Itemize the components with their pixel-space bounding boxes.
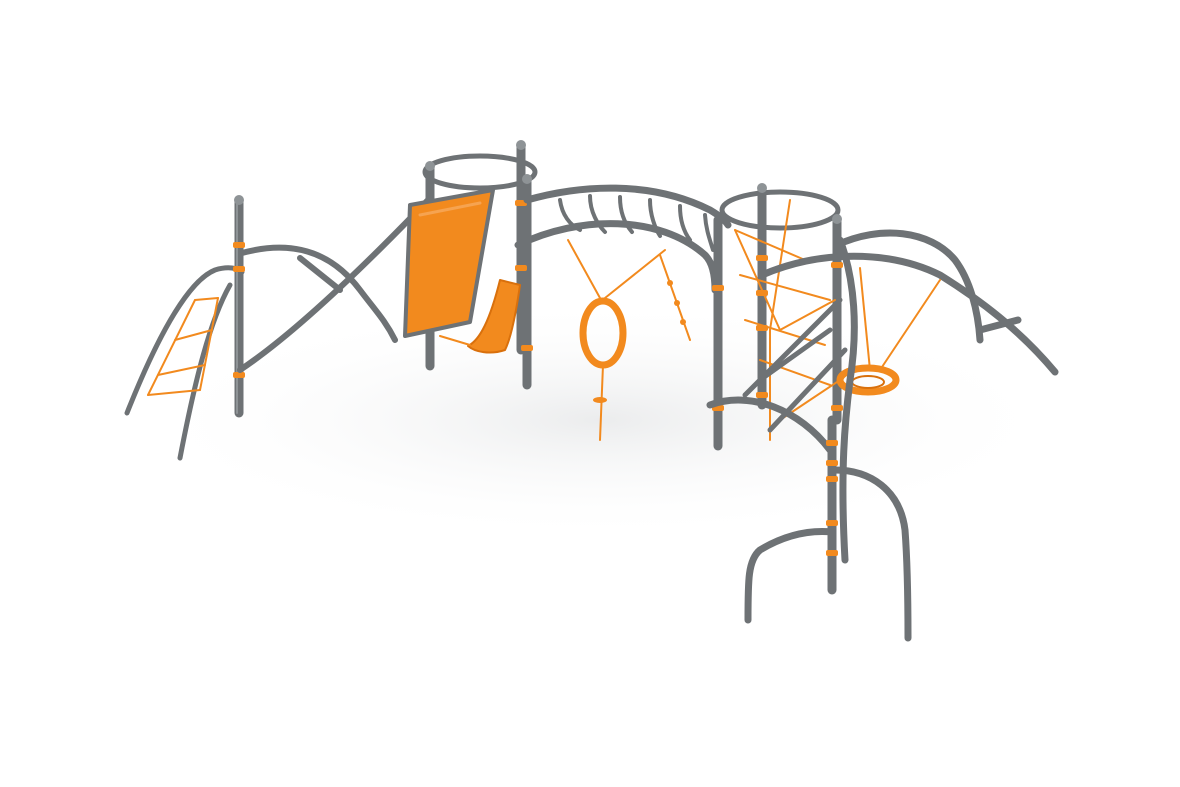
seat-scoop	[467, 279, 521, 354]
basket-swing	[836, 267, 941, 396]
right-arches	[758, 229, 1059, 376]
monkey-bar-rungs	[558, 194, 715, 252]
front-post	[826, 415, 838, 595]
hanging-ring	[567, 239, 666, 441]
left-ladder-ropes	[147, 297, 219, 396]
net-tower-ring	[719, 189, 841, 231]
left-post	[233, 195, 245, 418]
climbing-panel	[403, 188, 495, 338]
panel-tower-ring	[422, 153, 538, 191]
knotted-rope	[659, 254, 691, 341]
post-caps	[234, 140, 842, 224]
front-curved-bars	[706, 236, 912, 642]
monkey-bars	[514, 184, 732, 294]
net-tower-diagonal-bars	[742, 297, 848, 433]
